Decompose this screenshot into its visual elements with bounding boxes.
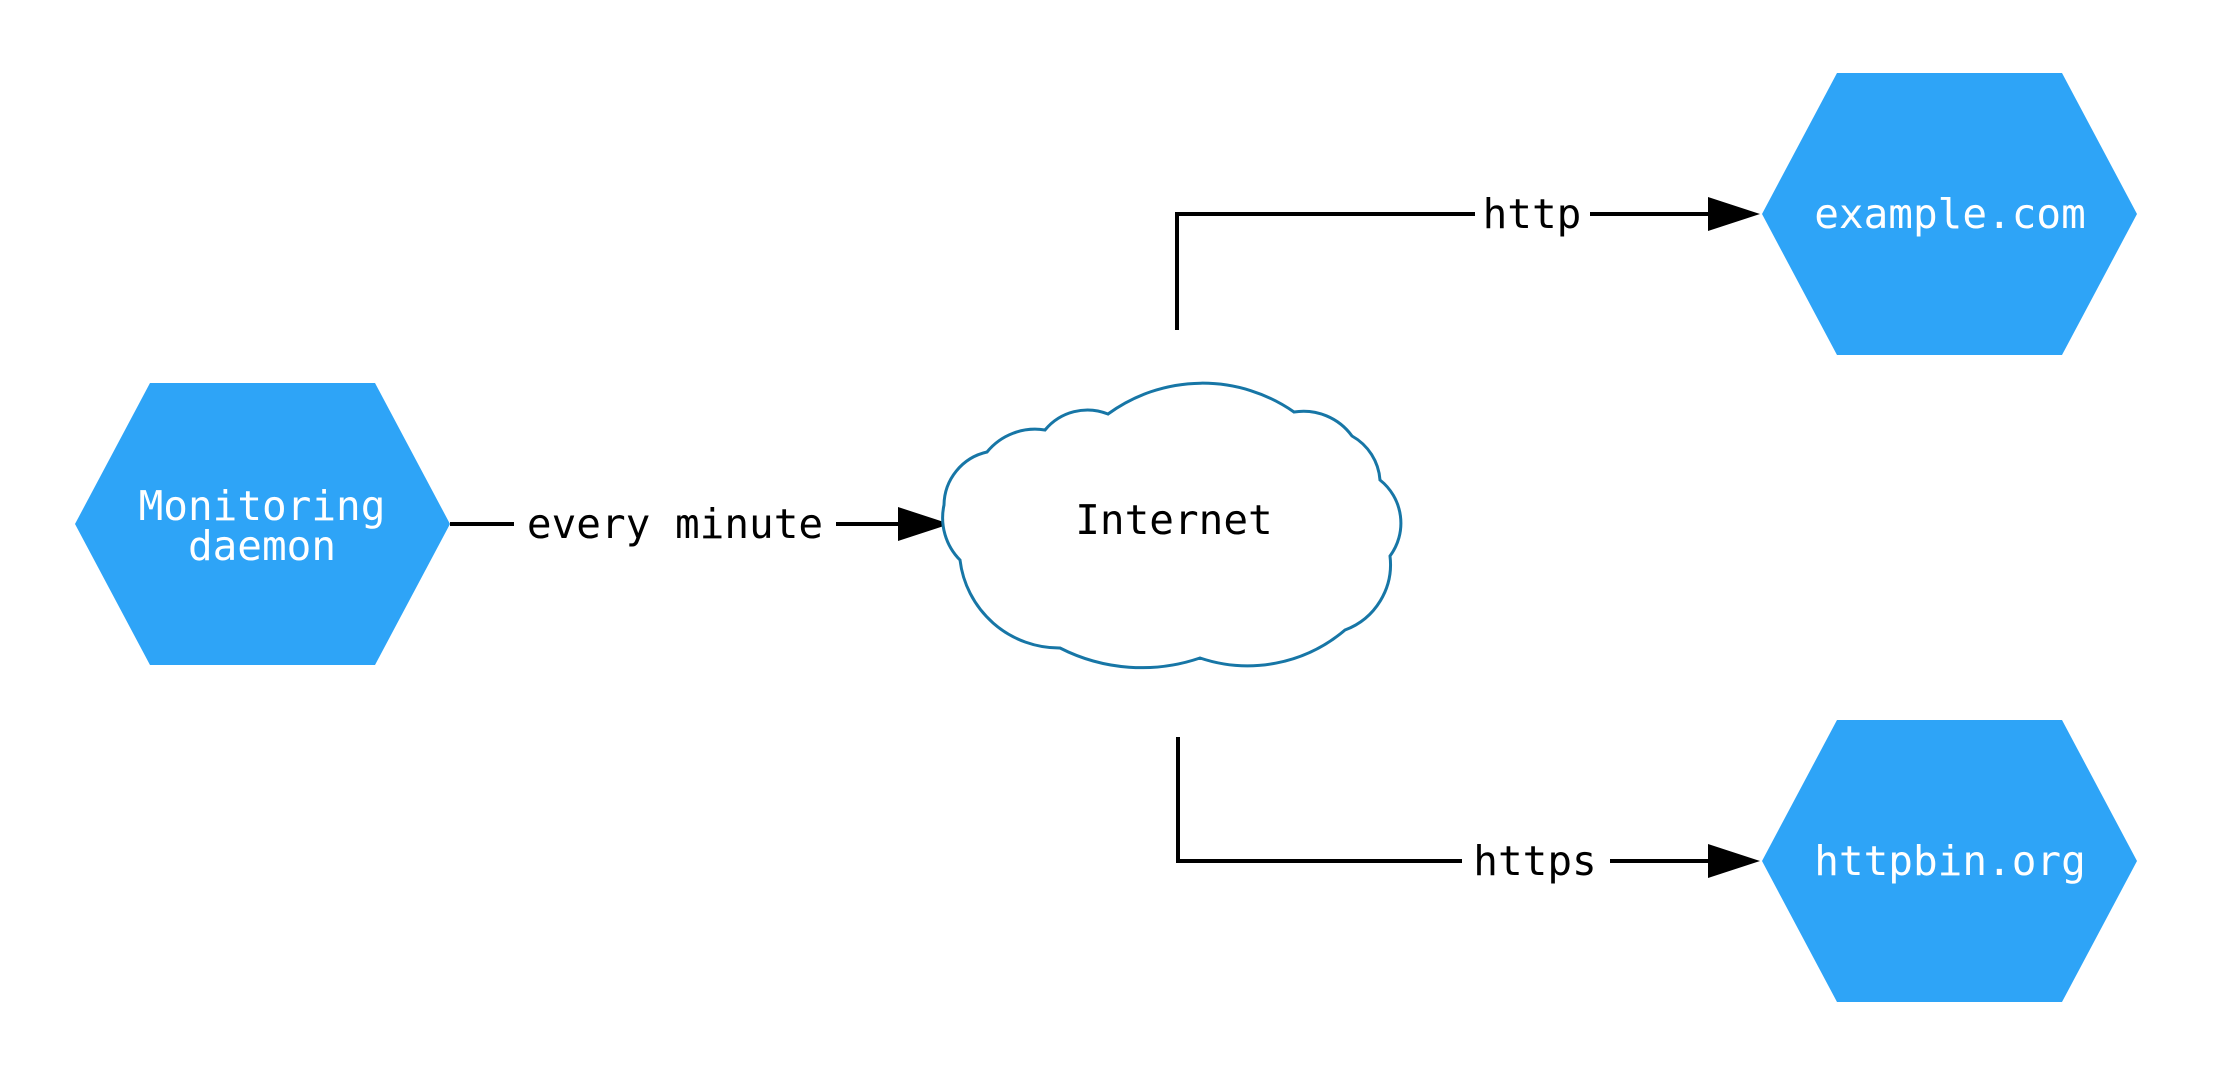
monitoring-daemon-hexagon	[75, 383, 450, 665]
arrowhead-icon	[898, 507, 950, 541]
arrowhead-icon	[1708, 844, 1760, 878]
node-httpbin-org: httpbin.org	[1762, 720, 2137, 1002]
httpbin-org-label: httpbin.org	[1814, 837, 2086, 885]
example-com-hexagon	[1762, 73, 2137, 355]
edge-internet-to-example: http	[1175, 190, 1760, 330]
edge-label-https: https	[1473, 837, 1596, 885]
edge-elbow-segment	[1175, 212, 1475, 330]
edge-label-http: http	[1483, 190, 1582, 238]
edge-label-every-minute: every minute	[527, 500, 823, 548]
internet-cloud-shape	[941, 381, 1403, 670]
internet-label: Internet	[1075, 496, 1272, 544]
monitoring-daemon-label-line2: daemon	[188, 522, 336, 570]
node-example-com: example.com	[1762, 73, 2137, 355]
edge-internet-to-httpbin: https	[1176, 737, 1760, 885]
monitoring-daemon-label-line1: Monitoring	[139, 482, 386, 530]
node-monitoring-daemon: Monitoring daemon	[75, 383, 450, 665]
arrowhead-icon	[1708, 197, 1760, 231]
httpbin-org-hexagon	[1762, 720, 2137, 1002]
edge-elbow-segment	[1176, 737, 1462, 863]
example-com-label: example.com	[1814, 190, 2086, 238]
node-internet: Internet	[941, 381, 1403, 670]
edge-monitoring-to-internet: every minute	[450, 500, 950, 548]
